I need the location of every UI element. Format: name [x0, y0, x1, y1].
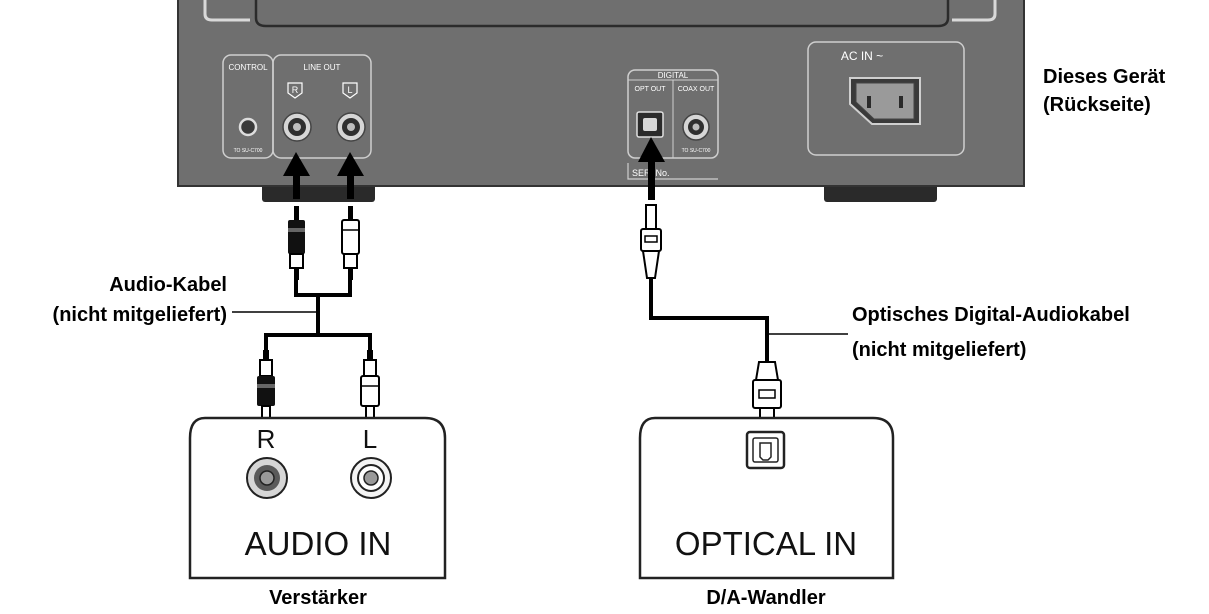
device-caption-line2: (Rückseite) — [1043, 94, 1151, 116]
dac-input-label: OPTICAL IN — [675, 525, 857, 562]
coax-out-jack — [682, 113, 710, 141]
line-out-l-jack — [336, 112, 366, 142]
optical-cable-label-line2: (nicht mitgeliefert) — [852, 339, 1026, 361]
amp-input-label: AUDIO IN — [245, 525, 392, 562]
opt-out-port — [636, 111, 664, 138]
arrow-into-opt-out — [638, 137, 665, 200]
device-foot-left — [262, 184, 375, 202]
arrow-into-line-out-r — [283, 152, 310, 199]
optical-cable — [640, 204, 848, 423]
audio-plug-bottom-l — [360, 350, 380, 421]
audio-cable — [232, 206, 380, 421]
optical-plug-bottom — [752, 361, 782, 423]
line-out-label: LINE OUT — [304, 63, 341, 72]
optical-plug-top — [640, 204, 662, 279]
amp-l-jack — [350, 457, 392, 499]
audio-plug-top-r — [288, 206, 305, 280]
device-caption-line1: Dieses Gerät — [1043, 66, 1166, 88]
ac-in-block — [807, 41, 965, 156]
amp-l-label: L — [363, 424, 377, 454]
audio-plug-top-l — [341, 206, 360, 280]
amp-r-jack — [246, 457, 288, 499]
device-top-lid — [254, 0, 950, 28]
audio-cable-label-line1: Audio-Kabel — [109, 274, 227, 296]
audio-cable-label-line2: (nicht mitgeliefert) — [53, 304, 227, 326]
optical-cable-label-line1: Optisches Digital-Audiokabel — [852, 304, 1130, 326]
line-out-r-jack — [282, 112, 312, 142]
device-foot-right — [824, 184, 937, 202]
dac-optical-port — [745, 430, 786, 470]
amp-r-label: R — [257, 424, 276, 454]
line-out-l-label: L — [347, 85, 352, 95]
line-out-r-badge — [287, 82, 303, 99]
dac-caption: D/A-Wandler — [706, 587, 825, 609]
coax-sublabel: TO SU-C700 — [682, 148, 711, 154]
ac-inlet — [849, 77, 921, 125]
control-sublabel: TO SU-C700 — [234, 148, 263, 154]
arrow-into-line-out-l — [337, 152, 364, 199]
dac-panel: OPTICAL IN — [638, 416, 895, 580]
control-label: CONTROL — [228, 63, 268, 72]
line-out-l-badge — [342, 82, 358, 99]
control-jack — [238, 117, 258, 137]
amplifier-caption: Verstärker — [269, 587, 367, 609]
digital-label: DIGITAL — [658, 71, 689, 80]
line-out-block — [272, 54, 372, 159]
device-rear-panel: CONTROL TO SU-C700 LINE OUT R L DIGITAL … — [177, 0, 1025, 202]
ac-in-label: AC IN ~ — [841, 49, 883, 63]
opt-out-label: OPT OUT — [635, 86, 667, 93]
audio-plug-bottom-r — [257, 350, 275, 421]
amplifier-panel: R L AUDIO IN — [188, 416, 447, 580]
coax-out-label: COAX OUT — [678, 86, 715, 93]
line-out-r-label: R — [292, 85, 299, 95]
